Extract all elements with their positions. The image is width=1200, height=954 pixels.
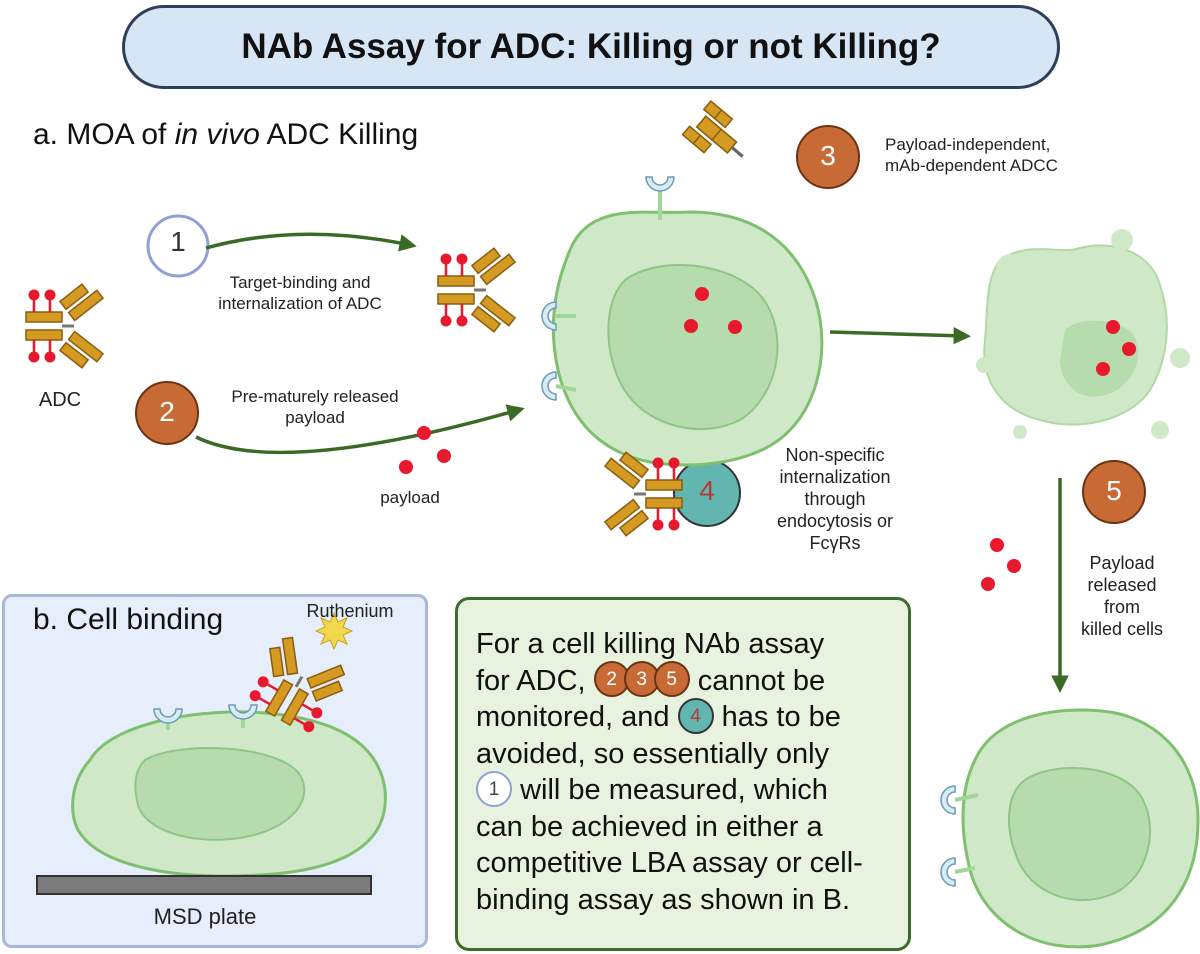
note-marker-4: 4 xyxy=(677,697,714,734)
note-line-2b: cannot be xyxy=(697,664,826,697)
ruthenium-star xyxy=(314,611,354,651)
note-line-6: can be achieved in either a xyxy=(476,810,823,843)
note-line-2a: for ADC, xyxy=(476,664,586,697)
title-banner: NAb Assay for ADC: Killing or not Killin… xyxy=(122,5,1060,89)
bottom-right-cell xyxy=(961,708,1200,949)
payload-dot xyxy=(437,449,451,463)
section-a-suffix: ADC Killing xyxy=(259,118,419,151)
note-line-8: binding assay as shown in B. xyxy=(476,883,850,916)
section-b-heading: b. Cell binding xyxy=(33,603,224,636)
ruthenium-label: Ruthenium xyxy=(306,601,394,621)
antibody-adcc xyxy=(681,99,759,175)
marker-1-label: 1 xyxy=(170,226,186,257)
note-line-3a: monitored, and xyxy=(476,701,670,733)
note-line-3b: has to be xyxy=(721,701,841,733)
arrow-step-2 xyxy=(195,404,525,455)
marker-2 xyxy=(135,381,199,445)
msd-plate xyxy=(36,875,372,895)
msd-plate-label: MSD plate xyxy=(153,904,257,929)
target-cell xyxy=(551,210,824,467)
note-line-5: will be measured, which xyxy=(520,774,828,806)
payload-dot xyxy=(417,426,431,440)
marker-2-label: 2 xyxy=(159,396,175,427)
marker-5-label: 5 xyxy=(1106,475,1122,506)
note-line-1: For a cell killing NAb assay xyxy=(476,628,825,660)
payload-dot xyxy=(399,460,413,474)
marker-4-label: 4 xyxy=(699,475,715,506)
section-a-heading: a. MOA of in vivo ADC Killing xyxy=(33,118,418,152)
receptor-top xyxy=(645,176,675,192)
receptor-left-lower xyxy=(541,371,557,401)
adc-label: ADC xyxy=(38,389,82,411)
section-a-italic: in vivo xyxy=(174,118,260,151)
payload-dot xyxy=(990,538,1004,552)
payload-dot xyxy=(981,577,995,591)
adc-molecule xyxy=(24,277,105,375)
step-3-label: Payload-independent,mAb-dependent ADCC xyxy=(885,135,1058,175)
note-line-7: competitive LBA assay or cell- xyxy=(476,847,863,879)
marker-3 xyxy=(796,125,860,189)
section-a-prefix: a. MOA of xyxy=(33,118,175,151)
arrow-to-killed-cell xyxy=(829,326,971,345)
arrow-step-1 xyxy=(205,232,417,252)
panel-b-cell xyxy=(71,710,387,878)
killed-cell xyxy=(976,229,1190,439)
payload-dot xyxy=(1007,559,1021,573)
page-title: NAb Assay for ADC: Killing or not Killin… xyxy=(241,27,941,66)
note-marker-1: 1 xyxy=(476,770,512,807)
marker-5 xyxy=(1082,460,1146,524)
marker-3-label: 3 xyxy=(820,140,836,171)
payload-label: payload xyxy=(380,488,440,507)
adc-bound-molecule xyxy=(436,241,517,339)
note-marker-5: 5 xyxy=(653,661,690,698)
note-line-4: avoided, so essentially only xyxy=(476,737,830,770)
